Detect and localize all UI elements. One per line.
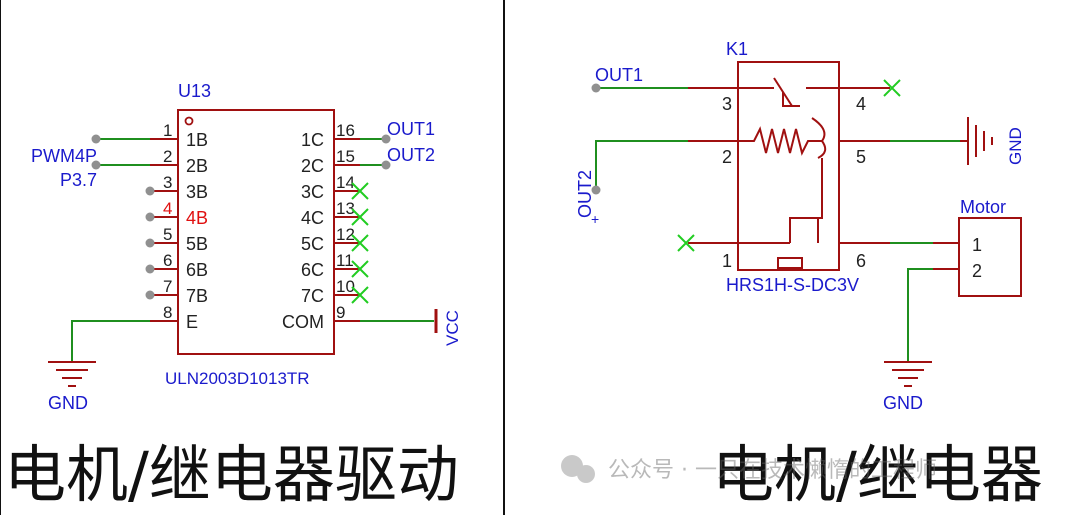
relay-schematic: K1 HRS1H-S-DC3V 3 4	[575, 39, 1025, 413]
net-label-plus: +	[591, 211, 599, 227]
pin-number: 13	[336, 199, 355, 218]
right-pin-numbers: 16 15 14 13 12 11 10 9	[336, 121, 355, 322]
relay-designator: K1	[726, 39, 748, 59]
pin-number: 7	[163, 277, 172, 296]
pin-name: E	[186, 312, 198, 332]
pin-number: 2	[722, 147, 732, 167]
pin-name-active: 4B	[186, 208, 208, 228]
noconnect-marks	[351, 182, 369, 304]
right-wires	[595, 87, 960, 362]
gnd-symbol-left	[48, 361, 96, 387]
left-pin-numbers: 1 2 3 4 5 6 7 8	[163, 121, 172, 322]
pin-number: 10	[336, 277, 355, 296]
connection-dot	[591, 185, 601, 195]
pin-number: 16	[336, 121, 355, 140]
pin-number: 4	[856, 94, 866, 114]
pin-number: 6	[163, 251, 172, 270]
left-caption: 电机/继电器驱动	[4, 438, 459, 511]
relay-body	[737, 61, 840, 271]
pin-name: 2C	[301, 156, 324, 176]
net-label-pwm4p: PWM4P	[31, 146, 97, 166]
relay-pin-numbers: 3 4 2 5 1 6	[722, 94, 866, 271]
net-label-out2: OUT2	[575, 170, 595, 218]
pin-name: 4C	[301, 208, 324, 228]
pin-name: 6C	[301, 260, 324, 280]
left-wires	[71, 138, 434, 362]
net-label-p37: P3.7	[60, 170, 97, 190]
net-label-gnd-left: GND	[48, 393, 88, 413]
pin-name: 3B	[186, 182, 208, 202]
gnd-symbol-right	[960, 117, 993, 165]
relay-internal	[688, 77, 890, 269]
chip-body	[177, 109, 335, 355]
gnd-symbol-bottom	[884, 361, 932, 387]
pin1-marker	[184, 116, 194, 126]
pin-name: 7C	[301, 286, 324, 306]
pin-name: 1B	[186, 130, 208, 150]
connection-dot	[591, 83, 601, 93]
pin-name: 7B	[186, 286, 208, 306]
net-label-out2: OUT2	[387, 145, 435, 165]
pin-name: COM	[282, 312, 324, 332]
pin-number: 12	[336, 225, 355, 244]
pin-name: 5C	[301, 234, 324, 254]
motor-pin-number: 1	[972, 235, 982, 255]
left-pin-stubs	[150, 138, 178, 322]
pin-number: 15	[336, 147, 355, 166]
pin-number: 2	[163, 147, 172, 166]
pin-number: 5	[163, 225, 172, 244]
pin-name: 2B	[186, 156, 208, 176]
pin-number: 6	[856, 251, 866, 271]
right-pin-names: 1C 2C 3C 4C 5C 6C 7C COM	[282, 130, 324, 332]
left-pin-names: 1B 2B 3B 4B 5B 6B 7B E	[186, 130, 208, 332]
pin-number: 3	[163, 173, 172, 192]
pin-number: 9	[336, 303, 345, 322]
pin-name: 3C	[301, 182, 324, 202]
relay-part-number: HRS1H-S-DC3V	[726, 275, 859, 295]
pin-name: 1C	[301, 130, 324, 150]
motor-body	[958, 217, 1022, 297]
net-label-vcc: VCC	[443, 310, 462, 346]
pin-number-active: 4	[163, 199, 172, 218]
uln2003-schematic: U13 ULN2003D1013TR 1 2 3	[31, 81, 462, 413]
motor-pin-number: 2	[972, 261, 982, 281]
right-pin-stubs	[334, 138, 360, 322]
watermark: 公众号 · 一只在技术懒惰的工程师	[561, 455, 937, 483]
pin-name: 5B	[186, 234, 208, 254]
noconnect-marks-right	[677, 79, 901, 252]
right-caption: 电机/继电器	[712, 438, 1043, 511]
net-label-gnd-bottom: GND	[883, 393, 923, 413]
chip-part-number: ULN2003D1013TR	[165, 369, 310, 388]
pin-number: 14	[336, 173, 355, 192]
pin-number: 11	[336, 251, 354, 270]
net-label-out1: OUT1	[595, 65, 643, 85]
pin-number: 1	[722, 251, 732, 271]
net-label-gnd-right: GND	[1006, 127, 1025, 165]
motor-pin-stubs	[933, 242, 959, 270]
pin-number: 3	[722, 94, 732, 114]
pin-number: 1	[163, 121, 172, 140]
connection-dots	[91, 134, 391, 300]
net-label-out1: OUT1	[387, 119, 435, 139]
motor-label: Motor	[960, 197, 1006, 217]
pin-number: 8	[163, 303, 172, 322]
wechat-logo-icon	[561, 455, 595, 483]
chip-designator: U13	[178, 81, 211, 101]
pin-name: 6B	[186, 260, 208, 280]
watermark-text: 公众号 · 一只在技术懒惰的工程师	[608, 458, 937, 483]
pin-number: 5	[856, 147, 866, 167]
